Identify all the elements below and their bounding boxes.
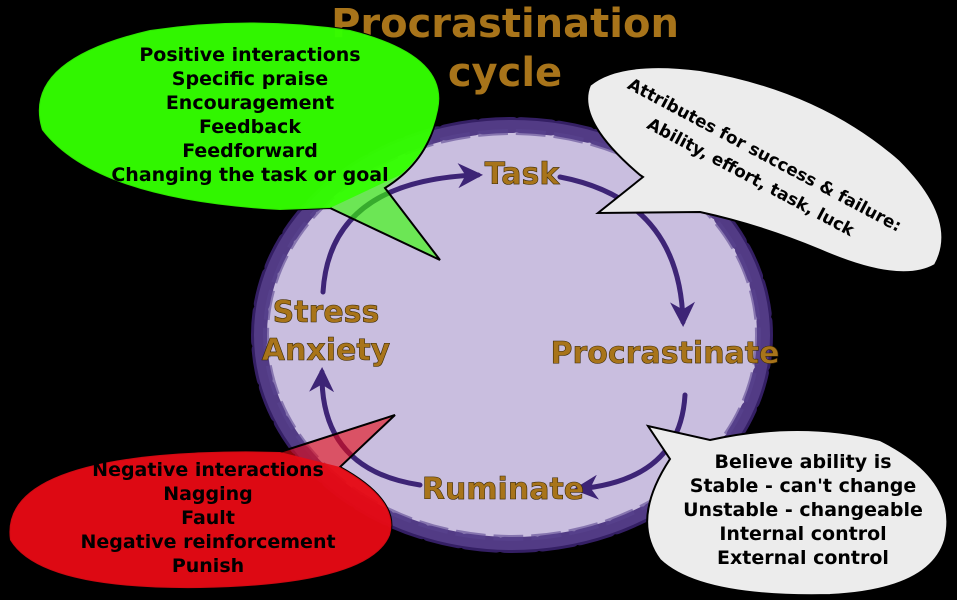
node-stress: Stress xyxy=(273,295,380,330)
node-task: Task xyxy=(485,157,561,192)
positive-line-2: Specific praise xyxy=(172,68,328,90)
bubble-positive: Positive interactions Specific praise En… xyxy=(37,21,441,261)
bubble-attributes: Attributes for success & failure: Abilit… xyxy=(586,66,944,274)
beliefs-line-1: Believe ability is xyxy=(714,451,891,473)
positive-line-3: Encouragement xyxy=(166,92,334,114)
beliefs-line-3: Unstable - changeable xyxy=(683,499,923,521)
arrow-procrastinate-to-ruminate xyxy=(573,392,688,500)
beliefs-line-2: Stable - can't change xyxy=(690,475,916,497)
negative-line-5: Punish xyxy=(172,555,244,577)
positive-line-5: Feedforward xyxy=(182,140,318,162)
bubble-beliefs: Believe ability is Stable - can't change… xyxy=(645,424,949,597)
negative-line-4: Negative reinforcement xyxy=(80,531,335,553)
negative-line-2: Nagging xyxy=(163,483,253,505)
positive-line-4: Feedback xyxy=(199,116,301,138)
bubble-negative: Negative interactions Nagging Fault Nega… xyxy=(8,414,396,590)
positive-line-1: Positive interactions xyxy=(139,44,360,66)
negative-line-1: Negative interactions xyxy=(92,459,324,481)
negative-line-3: Fault xyxy=(181,507,235,529)
node-procrastinate: Procrastinate xyxy=(551,336,780,371)
arrow-task-to-procrastinate xyxy=(557,174,695,327)
beliefs-line-4: Internal control xyxy=(719,523,886,545)
beliefs-line-5: External control xyxy=(717,547,889,569)
title-line-2: cycle xyxy=(448,50,562,96)
node-ruminate: Ruminate xyxy=(422,472,584,507)
node-anxiety: Anxiety xyxy=(262,333,391,368)
title-line-1: Procrastination xyxy=(331,1,679,47)
positive-line-6: Changing the task or goal xyxy=(111,164,388,186)
